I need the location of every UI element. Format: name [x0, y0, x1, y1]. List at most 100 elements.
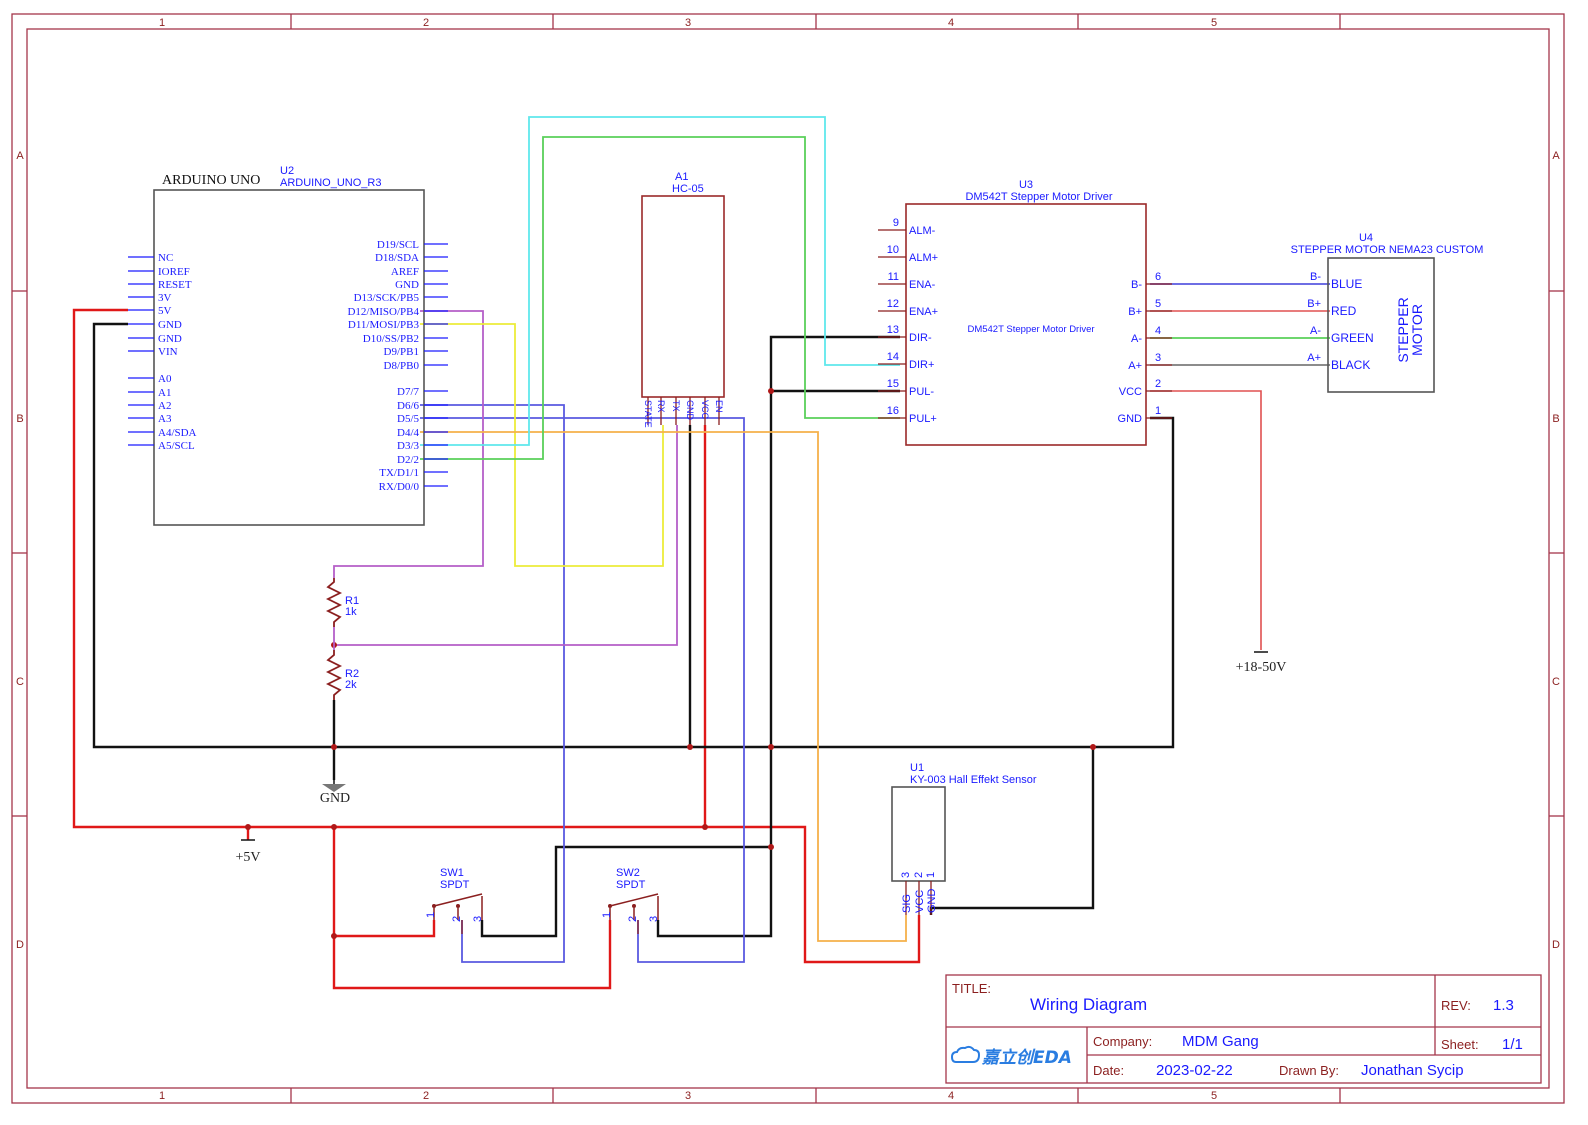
- company-value: MDM Gang: [1182, 1033, 1259, 1050]
- r2-ref: R2: [345, 668, 359, 680]
- switch-sw1[interactable]: SW1 SPDT 1 2 3: [425, 867, 484, 934]
- driver-pin-label: VCC: [1119, 386, 1142, 398]
- arduino-pin-label: A5/SCL: [158, 440, 195, 452]
- driver-pin-num: 6: [1155, 271, 1161, 283]
- wires: [72, 116, 1330, 990]
- motor-pin-ext: A-: [1310, 325, 1321, 337]
- row-label: A: [16, 150, 24, 162]
- arduino-pin-label: D3/3: [397, 440, 420, 452]
- junctions: [245, 388, 1096, 939]
- logo-text: 嘉立创EDA: [981, 1048, 1072, 1068]
- col-label: 1: [159, 1090, 165, 1102]
- wire-5v-sw2: [332, 920, 612, 990]
- sw2-type: SPDT: [616, 879, 646, 891]
- row-label: A: [1552, 150, 1560, 162]
- arduino-pin-label: VIN: [158, 346, 178, 358]
- row-label-left: A B C D: [16, 150, 24, 951]
- arduino-pin-label: D18/SDA: [375, 252, 419, 264]
- arduino-pin-label: GND: [158, 333, 182, 345]
- driver-pin-num: 15: [887, 378, 899, 390]
- stepper-driver[interactable]: U3 DM542T Stepper Motor Driver DM542T St…: [878, 179, 1172, 446]
- col-label-top: 1 2 3 4 5: [159, 17, 1217, 29]
- col-label: 4: [948, 1090, 954, 1102]
- col-label: 2: [423, 17, 429, 29]
- driver-pin-num: 1: [1155, 405, 1161, 417]
- sw1-ref: SW1: [440, 867, 464, 879]
- col-label: 5: [1211, 17, 1217, 29]
- driver-pin-num: 5: [1155, 298, 1161, 310]
- junction-dot: [768, 388, 774, 394]
- wire-dir-minus: [656, 335, 900, 938]
- col-label-bottom: 1 2 3 4 5: [159, 1090, 1217, 1102]
- driver-body: [905, 203, 1147, 446]
- wire-gnd: [92, 322, 1175, 749]
- arduino-pin-label: GND: [158, 319, 182, 331]
- hc05-name: HC-05: [672, 183, 704, 195]
- arduino-pin-label: A3: [158, 413, 172, 425]
- arduino-pin-label: RX/D0/0: [379, 481, 420, 493]
- motor-name: STEPPER MOTOR NEMA23 CUSTOM: [1291, 244, 1484, 256]
- driver-pin-label: ALM+: [909, 252, 938, 264]
- arduino-pin-label: A4/SDA: [158, 427, 197, 439]
- wire-hc05-rx: [334, 425, 678, 646]
- row-label: C: [16, 676, 24, 688]
- title-label: TITLE:: [952, 981, 991, 996]
- sheet-value: 1/1: [1502, 1036, 1523, 1053]
- arduino-pin-label: D12/MISO/PB4: [347, 306, 419, 318]
- motor-pin-ext: B-: [1310, 271, 1321, 283]
- hall-pin-num: 2: [913, 872, 925, 878]
- wire-d12: [333, 310, 484, 578]
- driver-left-pins: 9ALM-10ALM+11ENA-12ENA+13DIR-14DIR+15PUL…: [878, 217, 938, 425]
- motor-pin-ext: A+: [1307, 352, 1321, 364]
- col-label: 3: [685, 1090, 691, 1102]
- driver-pin-num: 14: [887, 351, 899, 363]
- sw1-type: SPDT: [440, 879, 470, 891]
- driver-pin-label: GND: [1118, 413, 1143, 425]
- junction-dot: [331, 744, 337, 750]
- r1-value: 1k: [345, 606, 357, 618]
- hc05-pin-label: TX: [671, 400, 681, 412]
- motor-pin-label: BLUE: [1331, 277, 1362, 291]
- switch-sw2[interactable]: SW2 SPDT 1 2 3: [601, 867, 660, 934]
- row-label: D: [1552, 939, 1560, 951]
- r1-ref: R1: [345, 595, 359, 607]
- stepper-motor[interactable]: U4 STEPPER MOTOR NEMA23 CUSTOM STEPPER M…: [1291, 232, 1484, 393]
- rev-label: REV:: [1441, 998, 1471, 1013]
- wire-d11: [420, 323, 664, 567]
- arduino-right-pins: D19/SCLD18/SDAAREFGNDD13/SCK/PB5D12/MISO…: [347, 239, 448, 493]
- drawn-value: Jonathan Sycip: [1361, 1062, 1464, 1079]
- hall-pin-label: VCC: [914, 890, 926, 913]
- hall-sensor[interactable]: U1 KY-003 Hall Effekt Sensor 3SIG2VCC1GN…: [891, 762, 1037, 915]
- driver-ref: U3: [1019, 179, 1033, 191]
- resistor-r1[interactable]: R1 1k: [325, 578, 359, 627]
- wire-5v: [72, 308, 921, 964]
- junction-dot: [245, 824, 251, 830]
- hall-pin-label: SIG: [901, 894, 913, 913]
- arduino-pin-label: D6/6: [397, 400, 420, 412]
- arduino-pin-label: D4/4: [397, 427, 420, 439]
- cloud-icon: [950, 1045, 981, 1063]
- motor-pin-label: GREEN: [1331, 331, 1374, 345]
- sw1-pin1: 1: [425, 912, 437, 918]
- arduino-pin-label: A0: [158, 373, 172, 385]
- sw1-pin2: 2: [451, 916, 463, 922]
- arduino-pin-label: NC: [158, 252, 173, 264]
- arduino-pin-label: RESET: [158, 279, 192, 291]
- driver-pin-label: A+: [1128, 360, 1142, 372]
- driver-pin-label: A-: [1131, 333, 1142, 345]
- gnd-label: GND: [320, 791, 350, 806]
- col-label: 2: [423, 1090, 429, 1102]
- hall-body: [891, 786, 946, 882]
- arduino-uno[interactable]: ARDUINO UNO U2 ARDUINO_UNO_R3 NCIOREFRES…: [128, 165, 448, 526]
- resistor-r2[interactable]: R2 2k: [325, 650, 359, 700]
- ground-icon: [322, 784, 346, 792]
- arduino-header: ARDUINO UNO: [162, 173, 260, 188]
- sw1-pin3: 3: [472, 916, 484, 922]
- junction-dot: [331, 824, 337, 830]
- vmotor-label: +18-50V: [1236, 660, 1287, 675]
- wire-d3: [420, 116, 900, 446]
- motor-pin-label: RED: [1331, 304, 1357, 318]
